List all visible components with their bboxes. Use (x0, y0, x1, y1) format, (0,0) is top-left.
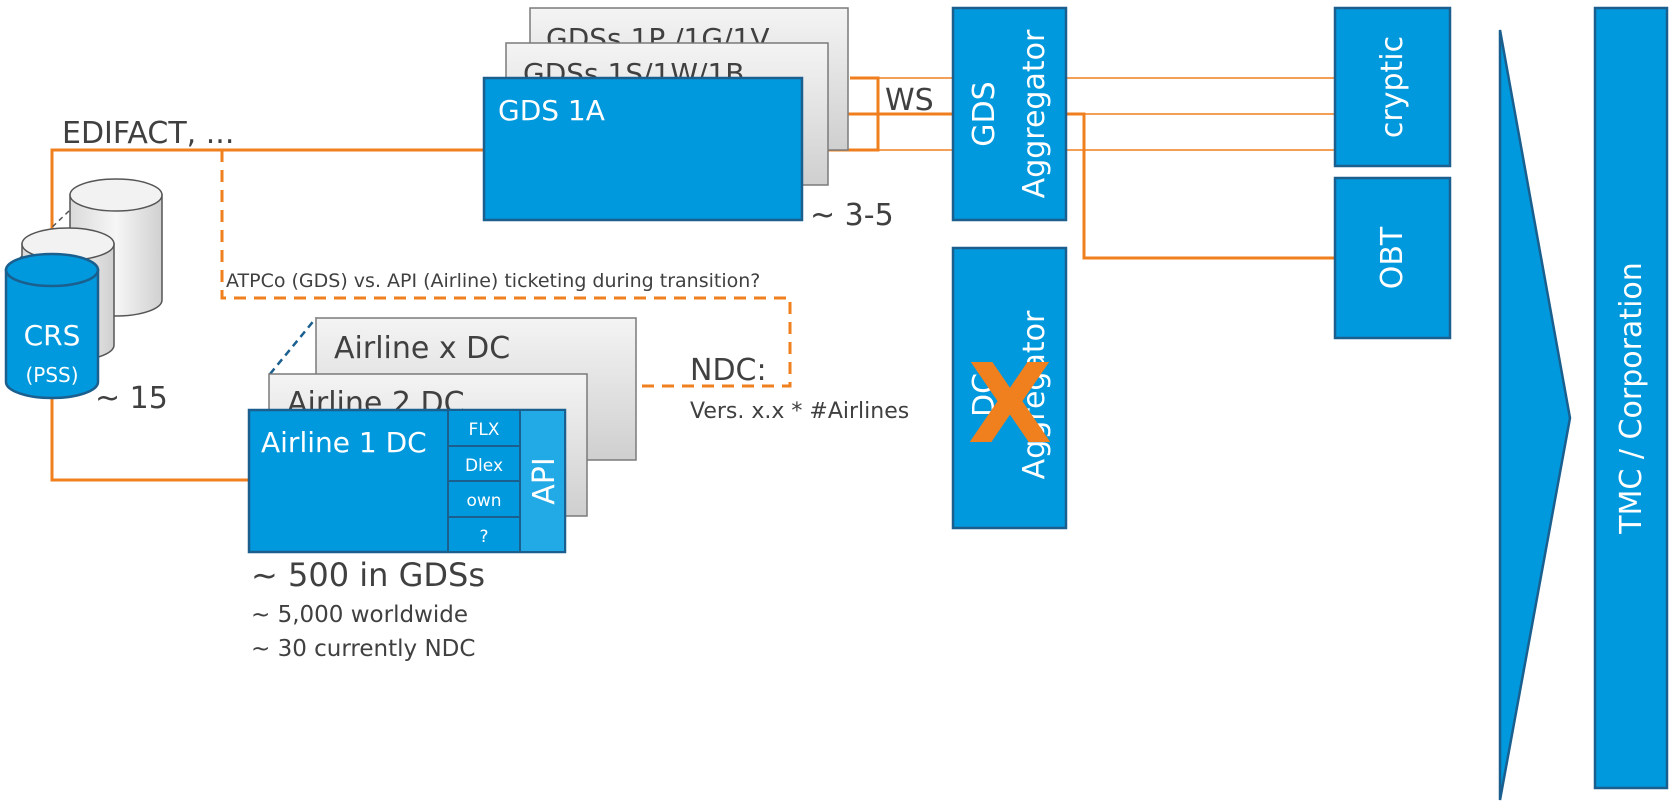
tmc-box-group: TMC / Corporation (1593, 6, 1669, 790)
atpco-label: ATPCo (GDS) vs. API (Airline) ticketing … (226, 270, 760, 292)
gds-count-label: ~ 3-5 (810, 198, 894, 233)
dc-aggregator-line2: Aggregator (1017, 310, 1052, 479)
tmc-label: TMC / Corporation (1614, 262, 1649, 535)
obt-box (1333, 176, 1452, 340)
crs-database-stack: CRS (PSS) ~ 15 (4, 178, 168, 416)
ws-label: WS (885, 83, 934, 118)
airline-x-dc-label: Airline x DC (334, 331, 510, 366)
crs-sublabel: (PSS) (25, 363, 78, 387)
dc-aggregator-cross-mark: X (968, 340, 1053, 468)
crs-label: CRS (24, 319, 81, 352)
airline-count-world: ~ 5,000 worldwide (251, 602, 468, 628)
cryptic-box (1333, 6, 1452, 168)
dc-aggregator: DC Aggregator X (951, 246, 1068, 530)
dc-aggregator-line1: DC (967, 373, 1002, 417)
crs-airline-link-line (50, 398, 249, 482)
module-dlex-label: Dlex (465, 456, 503, 476)
flow-arrow-chevron (1498, 29, 1572, 801)
module-cell-own (447, 480, 521, 518)
gds-1a-label: GDS 1A (498, 94, 605, 127)
crs-count-label: ~ 15 (95, 381, 168, 416)
tmc-box (1593, 6, 1669, 790)
dc-aggregator-box (951, 246, 1068, 530)
cryptic-label: cryptic (1375, 36, 1410, 138)
thin-connector-lines (802, 77, 1335, 151)
airline-stack: Airline x DC Airline 2 DC Airline 1 DC F… (247, 317, 637, 662)
edifact-label: EDIFACT, ... (62, 116, 234, 151)
crs-cylinder-top (4, 252, 100, 288)
module-own-label: own (466, 491, 501, 511)
cryptic-box-group: cryptic (1333, 6, 1452, 168)
obt-box-group: OBT (1333, 176, 1452, 340)
airline-count-ndc: ~ 30 currently NDC (251, 636, 475, 662)
crs-cylinder (4, 268, 100, 400)
obt-label: OBT (1375, 226, 1410, 289)
airline-1-dc-label: Airline 1 DC (261, 426, 427, 459)
airline-2-dc-label: Airline 2 DC (287, 386, 465, 421)
gds-aggregator-line2: Aggregator (1017, 29, 1052, 198)
api-cell (519, 409, 566, 553)
module-flx-label: FLX (469, 420, 500, 440)
gds-aggregator-box (951, 6, 1068, 222)
api-label: API (527, 457, 562, 504)
ndc-sublabel: Vers. x.x * #Airlines (690, 399, 909, 424)
module-unknown-label: ? (479, 527, 488, 547)
gds-stack: GDSs 1P /1G/1V GDSs 1S/1W/1B GDS 1A ~ 3-… (482, 7, 894, 233)
database-back-cylinder-top (69, 178, 163, 212)
gds-1a-box (482, 76, 804, 222)
ndc-label: NDC: (690, 353, 767, 388)
gds-aggregator-line1: GDS (967, 81, 1002, 146)
airline-stack-dashed-edge (269, 317, 317, 375)
edifact-link-line (50, 148, 484, 262)
aggregator-obt-line (1066, 112, 1335, 260)
airline-count-gds: ~ 500 in GDSs (251, 556, 485, 594)
gds-aggregator: GDS Aggregator (951, 6, 1068, 222)
